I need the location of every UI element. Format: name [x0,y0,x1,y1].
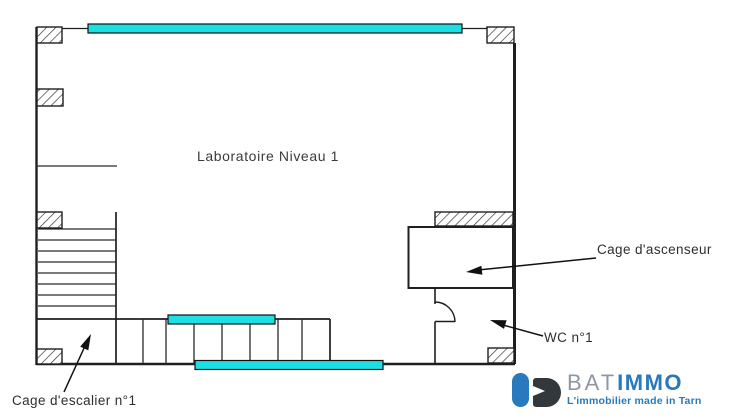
logo-white-notch [533,386,545,396]
stairs-leader-arrow [63,334,91,393]
stairs-label: Cage d'escalier n°1 [12,393,137,408]
logo-tagline: L'immobilier made in Tarn [567,395,702,407]
elevator-shaft [407,226,514,289]
elevator-leader-arrow [466,257,597,275]
logo-text-block: BATIMMO L'immobilier made in Tarn [567,372,702,408]
glazing-strips [87,23,463,371]
wall-piers [36,26,515,365]
leader-arrows [63,257,597,393]
logo-brand-blue-part: IMMO [617,370,684,395]
batimmo-logo-icon [511,372,563,408]
logo-blue-bar [512,373,529,407]
pier-bottom-right [487,347,515,364]
room-label: Laboratoire Niveau 1 [197,148,339,164]
exterior-walls [35,27,516,366]
window-bottom [194,359,384,371]
batimmo-logo: BATIMMO L'immobilier made in Tarn [511,372,702,408]
pier-left-middle [36,211,63,229]
stair-treads-bottom-flight [142,319,303,364]
logo-brand-gray-part: BAT [567,370,618,395]
elevator-label: Cage d'ascenseur [597,242,712,257]
pier-top-right [486,26,515,44]
glazing-stair-landing [167,314,276,325]
pier-top-left [36,26,63,44]
pier-bottom-left [36,348,63,365]
wc-leader-arrow [490,320,544,337]
wc-door-swing [434,288,456,364]
pier-left-upper [36,88,64,107]
elevator-hatched-wall [434,211,514,227]
window-top [87,23,463,34]
stair-treads-vertical-flight [38,228,116,307]
logo-brand-name: BATIMMO [567,372,702,394]
stairwell-partitions [36,165,331,364]
wc-label: WC n°1 [544,330,594,345]
